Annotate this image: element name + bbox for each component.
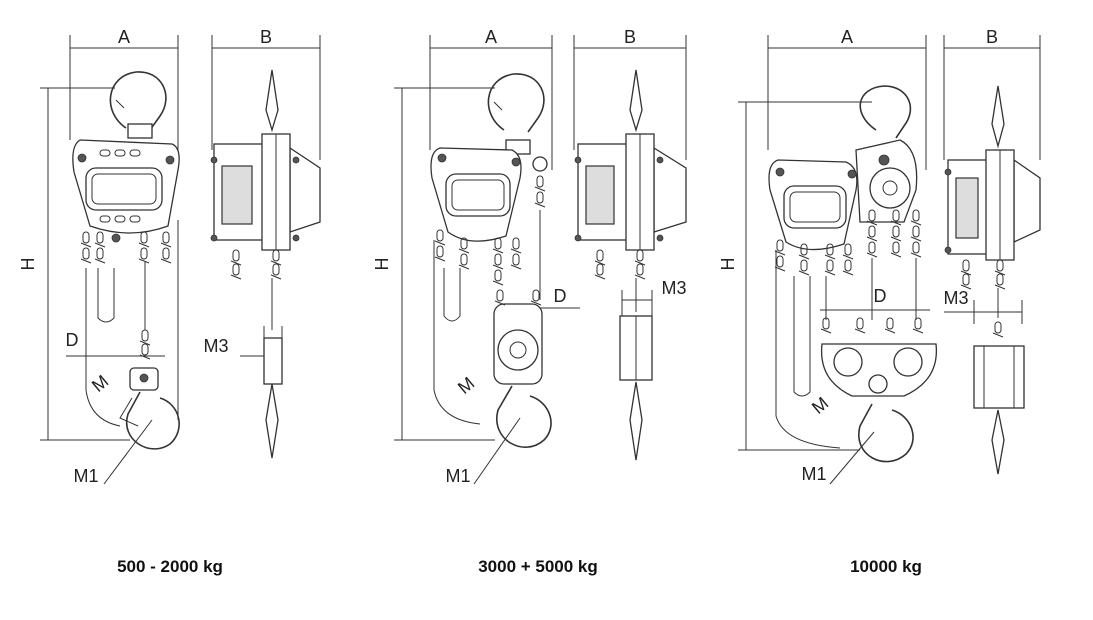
dim-label-h: H — [18, 258, 38, 271]
dim-label-m1: M1 — [445, 466, 470, 486]
dim-label-a: A — [841, 27, 853, 47]
hoist-small-side-view: B M3 — [203, 27, 321, 459]
dim-label-m: M — [88, 371, 112, 396]
dim-label-a: A — [118, 27, 130, 47]
dim-label-d: D — [554, 286, 567, 306]
dim-label-m3: M3 — [943, 288, 968, 308]
dim-label-m3: M3 — [203, 336, 228, 356]
hoist-large-front-view: A H D — [718, 27, 938, 485]
dim-label-d: D — [66, 330, 79, 350]
caption-large-capacity: 10000 kg — [850, 557, 922, 576]
dim-label-m: M — [808, 393, 832, 418]
dim-label-d: D — [874, 286, 887, 306]
hoist-medium-side-view: B M3 — [573, 27, 687, 461]
dim-label-h: H — [372, 258, 392, 271]
dim-label-h: H — [718, 258, 738, 271]
dim-label-m3: M3 — [661, 278, 686, 298]
caption-medium-capacity: 3000 + 5000 kg — [478, 557, 598, 576]
caption-small-capacity: 500 - 2000 kg — [117, 557, 223, 576]
dim-label-m1: M1 — [801, 464, 826, 484]
dim-label-m1: M1 — [73, 466, 98, 486]
dim-label-b: B — [624, 27, 636, 47]
dim-label-b: B — [986, 27, 998, 47]
hoist-medium-front-view: A H D M M1 — [372, 27, 580, 486]
hoist-large-side-view: B M3 — [943, 27, 1041, 475]
dim-label-b: B — [260, 27, 272, 47]
hoist-small-front-view: A H D — [18, 27, 180, 486]
dim-label-a: A — [485, 27, 497, 47]
dim-label-m: M — [454, 373, 478, 398]
